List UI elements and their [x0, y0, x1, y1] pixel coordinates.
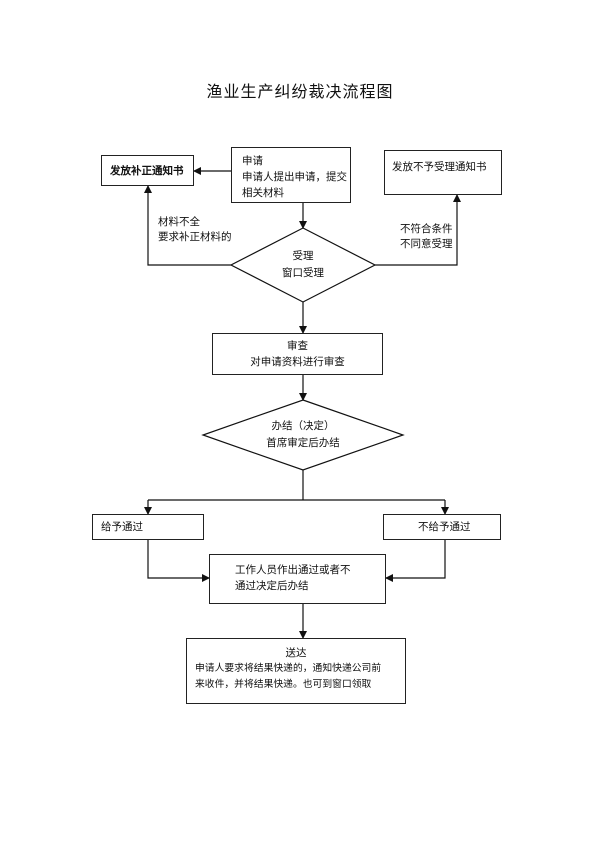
- accept-diamond: [229, 227, 377, 303]
- edge-label-incomplete-line1: 材料不全: [158, 216, 200, 228]
- accept-text: 受理 窗口受理: [253, 248, 353, 282]
- apply-title: 申请: [242, 155, 263, 167]
- accept-line2: 窗口受理: [282, 267, 324, 279]
- not-pass-label: 不给予通过: [418, 521, 471, 533]
- pass-box: 给予通过: [92, 514, 204, 540]
- arrow-accept-to-reject: [375, 194, 461, 266]
- reject-notice-label: 发放不予受理通知书: [392, 161, 487, 173]
- deliver-line1: 申请人要求将结果快递的，通知快递公司前: [195, 663, 382, 674]
- correction-notice-box: 发放补正通知书: [101, 155, 194, 186]
- pass-label: 给予通过: [101, 521, 143, 533]
- staff-box: 工作人员作出通过或者不 通过决定后办结: [209, 554, 386, 604]
- arrow-accept-to-correction: [144, 185, 231, 266]
- conclude-line1: 办结（决定）: [271, 420, 335, 432]
- edge-label-ineligible: 不符合条件 不同意受理: [400, 222, 453, 252]
- conclude-diamond: [201, 399, 405, 471]
- review-box: 审查 对申请资料进行审查: [212, 333, 383, 375]
- not-pass-box: 不给予通过: [383, 514, 501, 540]
- staff-line2: 通过决定后办结: [235, 580, 309, 592]
- edge-label-incomplete-line2: 要求补正材料的: [158, 231, 232, 243]
- apply-box: 申请 申请人提出申请，提交 相关材料: [231, 147, 351, 203]
- review-line2: 对申请资料进行审查: [250, 356, 345, 368]
- conclude-line2: 首席审定后办结: [266, 437, 340, 449]
- deliver-box: 送达 申请人要求将结果快递的，通知快递公司前 来收件，并将结果快递。也可到窗口领…: [186, 638, 406, 704]
- conclude-text: 办结（决定） 首席审定后办结: [233, 418, 373, 452]
- edge-label-incomplete: 材料不全 要求补正材料的: [158, 215, 232, 245]
- arrow-notpass-to-staff: [385, 540, 446, 582]
- apply-body-line2: 相关材料: [242, 187, 284, 199]
- accept-line1: 受理: [292, 250, 314, 262]
- edge-label-ineligible-line2: 不同意受理: [400, 238, 453, 250]
- correction-notice-label: 发放补正通知书: [110, 165, 184, 177]
- deliver-title: 送达: [285, 647, 307, 659]
- page-title: 渔业生产纠纷裁决流程图: [206, 82, 394, 101]
- staff-line1: 工作人员作出通过或者不: [235, 564, 351, 576]
- apply-body-line1: 申请人提出申请，提交: [242, 171, 347, 183]
- deliver-line2: 来收件，并将结果快递。也可到窗口领取: [195, 679, 372, 690]
- edge-label-ineligible-line1: 不符合条件: [400, 223, 453, 235]
- review-line1: 审查: [287, 340, 308, 352]
- arrow-pass-to-staff: [147, 540, 210, 582]
- reject-notice-box: 发放不予受理通知书: [384, 150, 502, 195]
